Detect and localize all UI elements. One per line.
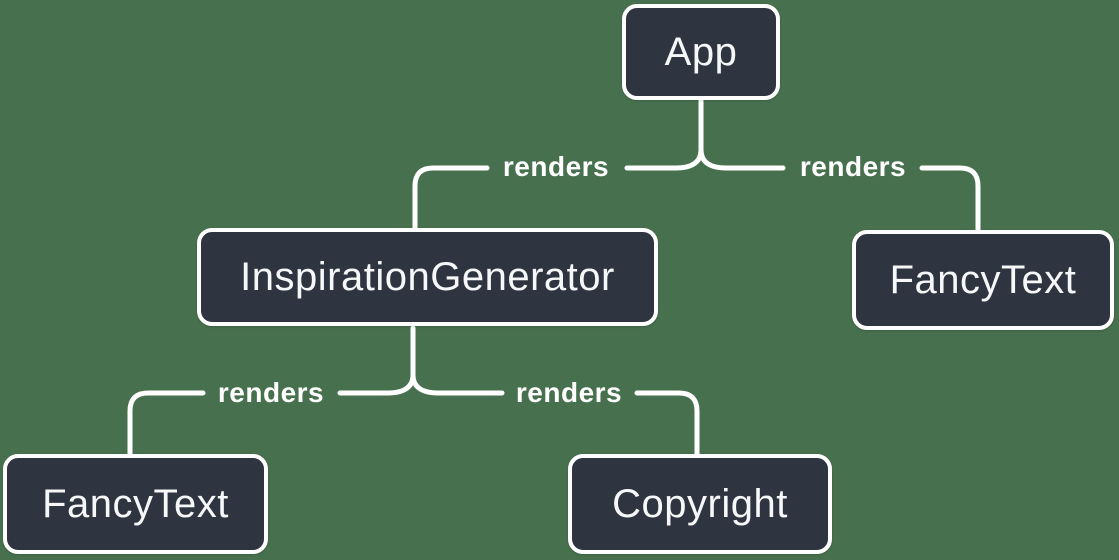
edge-inspiration-to-fancytext [127,390,206,457]
edge-app-to-fancytext [919,165,981,233]
edge-inspiration-fork-right [410,372,505,396]
edge-app-to-inspiration [412,165,490,231]
edge-app-fork-right [698,147,786,171]
node-fancytext-top-right: FancyText [852,230,1114,330]
edge-inspiration-fork-left [337,372,416,396]
node-inspiration-generator: InspirationGenerator [197,228,658,326]
edge-label-renders-app-inspiration: renders [502,151,610,182]
node-copyright: Copyright [568,454,832,554]
node-inspiration-generator-label: InspirationGenerator [240,254,615,299]
node-fancytext-bottom-left: FancyText [3,454,268,554]
node-app: App [622,4,780,100]
edge-label-renders-inspiration-copyright: renders [515,377,623,408]
edge-label-renders-app-fancytext: renders [799,151,907,182]
node-app-label: App [664,29,738,74]
node-fancytext-top-right-label: FancyText [889,257,1077,302]
edge-app-fork-left [624,147,704,171]
node-fancytext-bottom-left-label: FancyText [42,481,229,526]
node-copyright-label: Copyright [612,481,788,526]
edge-label-renders-inspiration-fancytext: renders [217,377,325,408]
edge-inspiration-to-copyright [634,390,700,457]
